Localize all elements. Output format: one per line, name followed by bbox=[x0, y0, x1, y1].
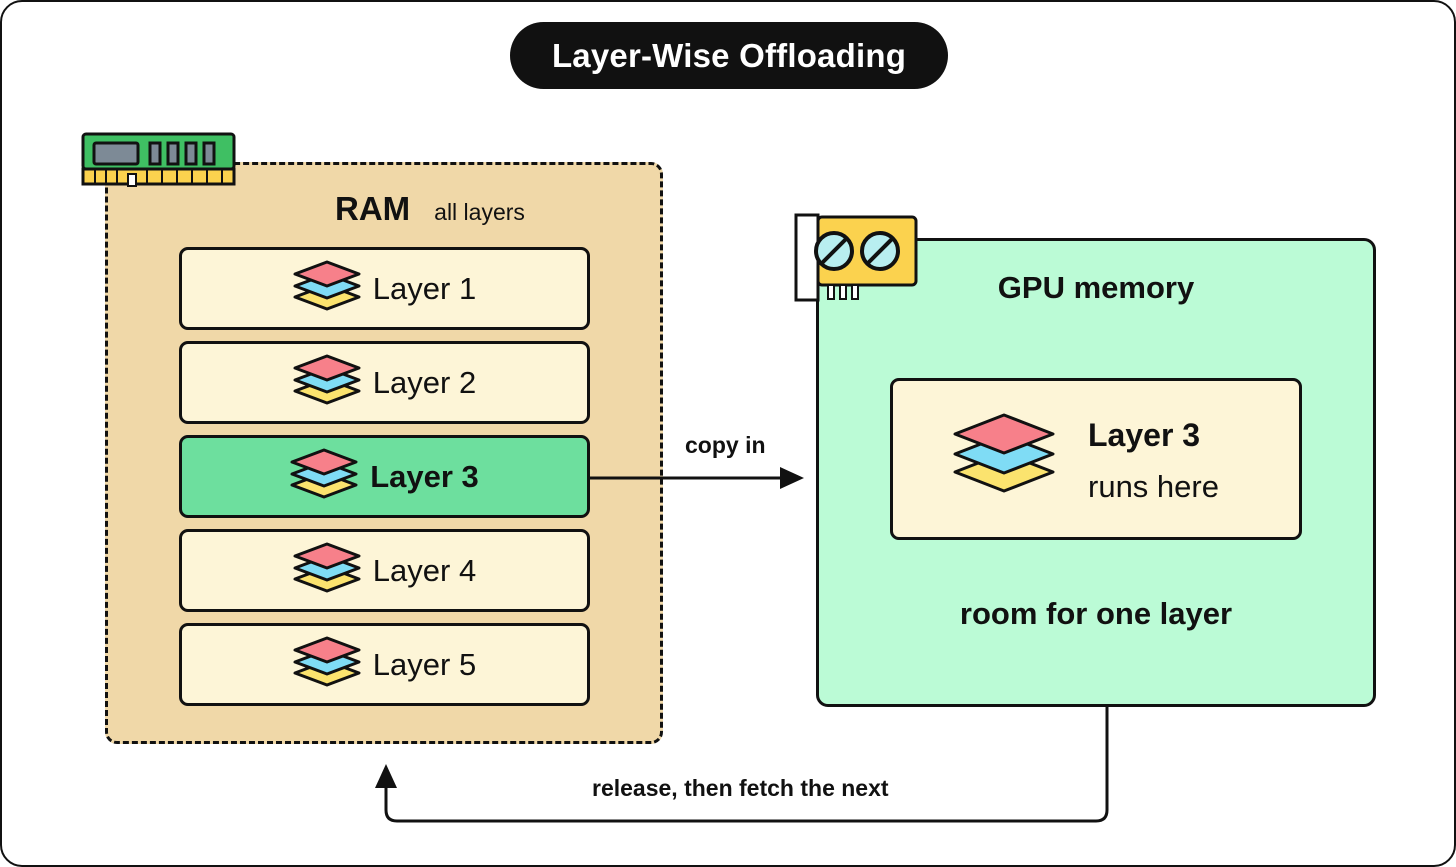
ram-layer-4: Layer 4 bbox=[179, 529, 590, 612]
ram-layer-5: Layer 5 bbox=[179, 623, 590, 706]
gpu-card-subtitle: runs here bbox=[1088, 469, 1219, 504]
ram-layer-3-active: Layer 3 bbox=[179, 435, 590, 518]
gpu-card-icon bbox=[794, 213, 918, 302]
release-label: release, then fetch the next bbox=[592, 775, 889, 801]
gpu-layer-card: Layer 3 runs here bbox=[890, 378, 1302, 540]
ram-title: RAM bbox=[335, 190, 411, 227]
layer-stack-icon bbox=[293, 260, 361, 310]
ram-header: RAM all layers bbox=[335, 190, 525, 230]
diagram-title: Layer-Wise Offloading bbox=[510, 22, 948, 89]
ram-stick-icon bbox=[81, 132, 236, 187]
layer-stack-icon bbox=[293, 354, 361, 404]
layer-label: Layer 3 bbox=[370, 458, 479, 494]
copy-in-arrowhead bbox=[780, 467, 804, 489]
copy-in-label: copy in bbox=[685, 432, 766, 458]
layer-stack-icon bbox=[953, 413, 1055, 493]
gpu-title: GPU memory bbox=[997, 270, 1195, 305]
layer-label: Layer 5 bbox=[372, 646, 477, 682]
layer-stack-icon bbox=[293, 636, 361, 686]
gpu-capacity-note: room for one layer bbox=[959, 596, 1233, 631]
layer-label: Layer 4 bbox=[372, 552, 477, 588]
release-arrow-line bbox=[384, 707, 1109, 823]
gpu-card-title: Layer 3 bbox=[1088, 417, 1201, 453]
ram-layer-1: Layer 1 bbox=[179, 247, 590, 330]
layer-label: Layer 1 bbox=[372, 270, 477, 306]
release-arrowhead bbox=[375, 764, 397, 788]
layer-stack-icon bbox=[293, 542, 361, 592]
ram-layer-2: Layer 2 bbox=[179, 341, 590, 424]
layer-stack-icon bbox=[290, 448, 358, 498]
layer-label: Layer 2 bbox=[372, 364, 477, 400]
ram-subtitle: all layers bbox=[434, 199, 525, 225]
